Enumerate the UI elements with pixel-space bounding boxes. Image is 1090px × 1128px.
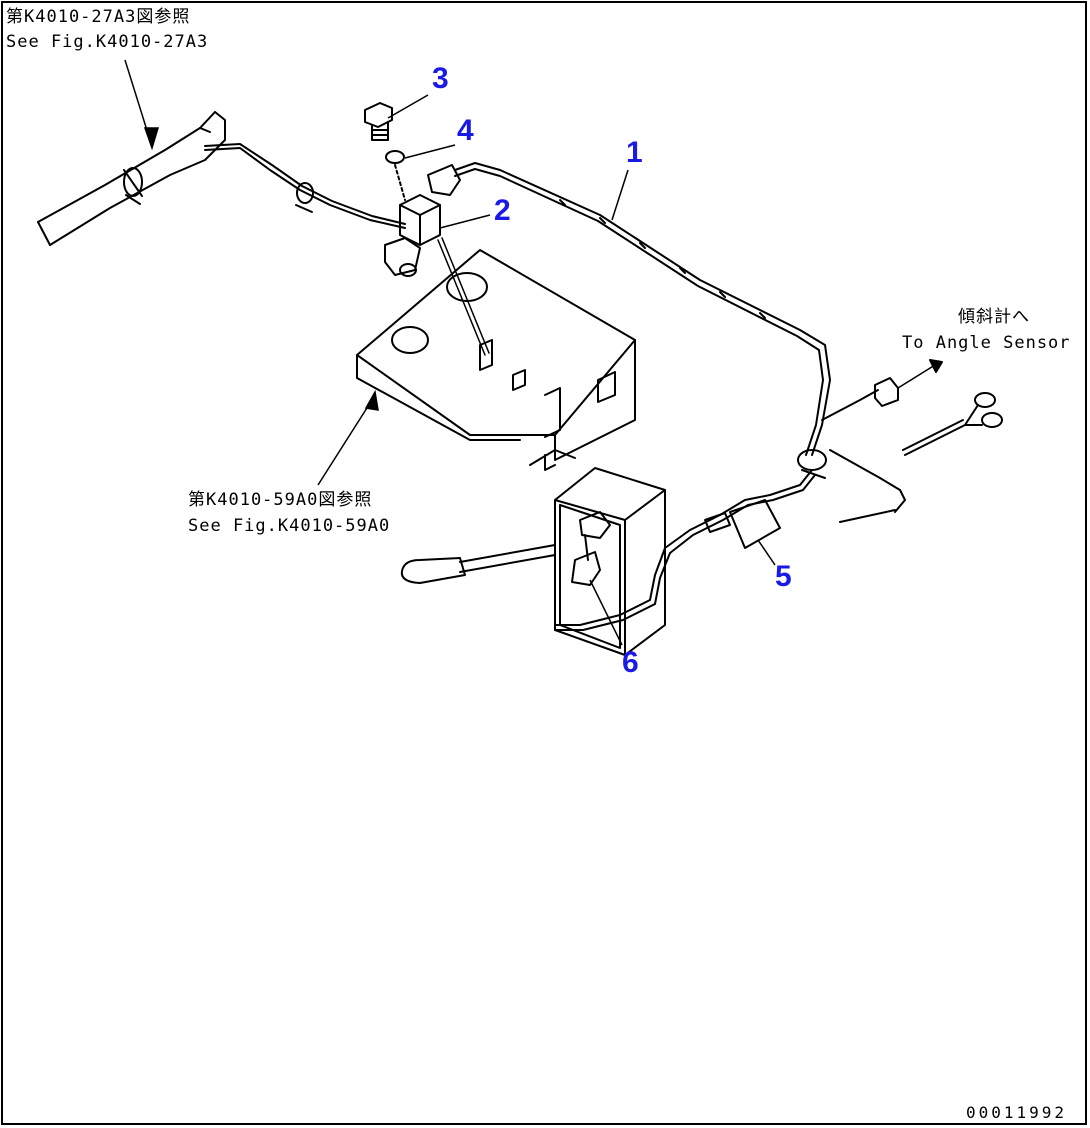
bracket-part-2 bbox=[384, 194, 441, 277]
frame-beam bbox=[37, 111, 226, 246]
ref-middle-jp: 第K4010-59A0図参照 bbox=[188, 490, 373, 510]
bolt-part-3 bbox=[364, 102, 393, 141]
ref-top-en: See Fig.K4010-27A3 bbox=[6, 32, 209, 52]
console-box bbox=[554, 467, 666, 656]
callout-4: 4 bbox=[457, 114, 474, 147]
wire-tag-part-5 bbox=[704, 499, 781, 549]
switch-part-6 bbox=[571, 511, 611, 586]
drawing-code: 00011992 bbox=[966, 1103, 1068, 1122]
right-connectors bbox=[829, 392, 1003, 523]
wire-harness-part-1 bbox=[427, 162, 831, 456]
ref-angle-en: To Angle Sensor bbox=[902, 333, 1071, 353]
callout-2: 2 bbox=[494, 194, 511, 227]
angle-sensor-connector bbox=[821, 377, 899, 421]
control-lever bbox=[400, 544, 556, 584]
ref-angle-jp: 傾斜計へ bbox=[958, 307, 1030, 327]
callout-leaders bbox=[387, 94, 776, 646]
callout-6: 6 bbox=[622, 646, 639, 679]
washer-part-4 bbox=[385, 150, 405, 164]
beam-clamp bbox=[123, 167, 143, 205]
ref-middle-en: See Fig.K4010-59A0 bbox=[188, 516, 391, 536]
wire-left-section bbox=[204, 147, 406, 229]
reference-leaders bbox=[124, 59, 379, 486]
callout-5: 5 bbox=[775, 560, 792, 593]
ref-top-jp: 第K4010-27A3図参照 bbox=[6, 7, 191, 27]
floor-plate bbox=[356, 249, 636, 471]
callout-3: 3 bbox=[432, 62, 449, 95]
callout-1: 1 bbox=[626, 136, 643, 169]
wire-clip-left bbox=[295, 182, 314, 213]
